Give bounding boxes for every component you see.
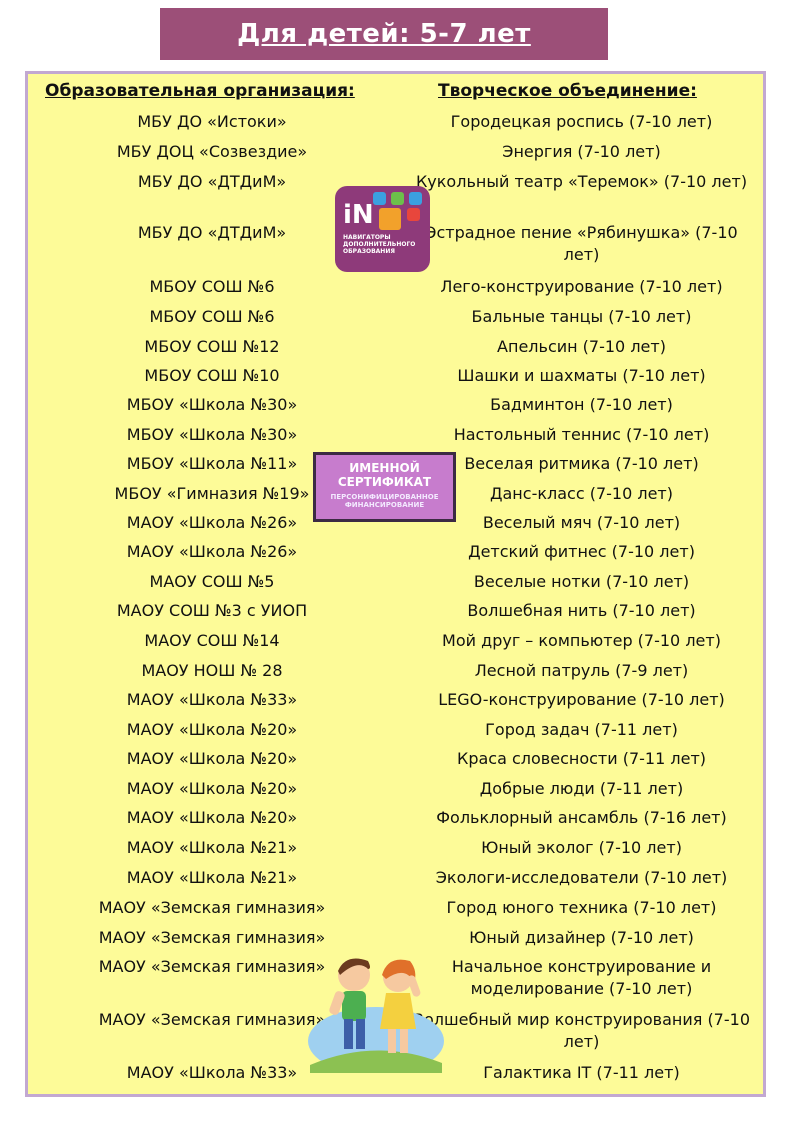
club-name: Настольный теннис (7-10 лет) <box>453 425 710 444</box>
title-bar: Для детей: 5-7 лет <box>160 8 608 60</box>
club-name: Юный дизайнер (7-10 лет) <box>469 928 694 947</box>
org-name: МАОУ «Школа №20» <box>126 720 298 739</box>
org-name: МБОУ «Школа №30» <box>126 395 298 414</box>
club-name: Экологи-исследователи (7-10 лет) <box>435 868 728 887</box>
navigator-logo-subtitle: НАВИГАТОРЫ ДОПОЛНИТЕЛЬНОГО ОБРАЗОВАНИЯ <box>343 234 416 255</box>
org-name: МАОУ «Школа №26» <box>126 513 298 532</box>
navigator-logo: iN НАВИГАТОРЫ ДОПОЛНИТЕЛЬНОГО ОБРАЗОВАНИ… <box>335 186 430 272</box>
club-name: Шашки и шахматы (7-10 лет) <box>457 366 706 385</box>
org-name: МАОУ «Школа №33» <box>126 690 298 709</box>
org-name: МБОУ СОШ №10 <box>144 366 280 385</box>
club-name: Лего-конструирование (7-10 лет) <box>440 277 723 296</box>
tile-icon <box>391 192 404 205</box>
org-name: МАОУ «Школа №20» <box>126 749 298 768</box>
org-name: МАОУ «Школа №26» <box>126 542 298 561</box>
org-name: МАОУ СОШ №3 с УИОП <box>116 601 308 620</box>
certificate-line3: ПЕРСОНИФИЦИРОВАННОЕ <box>330 493 439 501</box>
club-name: Лесной патруль (7-9 лет) <box>474 661 689 680</box>
club-name: Веселая ритмика (7-10 лет) <box>464 454 699 473</box>
club-name: Галактика IT (7-11 лет) <box>483 1063 680 1082</box>
org-name: МБУ ДО «Истоки» <box>137 112 287 131</box>
club-name: Веселые нотки (7-10 лет) <box>473 572 690 591</box>
page-title: Для детей: 5-7 лет <box>237 19 531 49</box>
club-name: Энергия (7-10 лет) <box>502 142 661 161</box>
club-name: Апельсин (7-10 лет) <box>497 337 666 356</box>
club-name: Волшебная нить (7-10 лет) <box>467 601 696 620</box>
club-name: Городецкая роспись (7-10 лет) <box>450 112 713 131</box>
org-name: МАОУ «Школа №33» <box>126 1063 298 1082</box>
children-illustration <box>308 958 444 1073</box>
certificate-line2: СЕРТИФИКАТ <box>337 475 432 489</box>
org-name: МБОУ «Школа №30» <box>126 425 298 444</box>
org-name: МБУ ДО «ДТДиМ» <box>137 223 287 242</box>
org-name: МБОУ «Гимназия №19» <box>114 484 310 503</box>
org-name: МАОУ «Земская гимназия» <box>98 928 326 947</box>
tile-icon <box>409 192 422 205</box>
org-name: МБОУ СОШ №6 <box>149 307 275 326</box>
navigator-logo-text: iN <box>343 200 374 230</box>
club-column-header: Творческое объединение: <box>438 81 697 101</box>
club-name: Город юного техника (7-10 лет) <box>446 898 717 917</box>
club-name: Краса словесности (7-11 лет) <box>456 749 706 768</box>
club-name: Фольклорный ансамбль (7-16 лет) <box>436 808 727 827</box>
club-name: Данс-класс (7-10 лет) <box>490 484 673 503</box>
club-name: Юный эколог (7-10 лет) <box>481 838 682 857</box>
org-name: МАОУ «Земская гимназия» <box>98 1010 326 1029</box>
certificate-line1: ИМЕННОЙ <box>349 461 420 475</box>
club-name: Веселый мяч (7-10 лет) <box>482 513 681 532</box>
org-name: МАОУ «Школа №21» <box>126 868 298 887</box>
club-name: Мой друг – компьютер (7-10 лет) <box>442 631 721 650</box>
tile-icon <box>379 208 401 230</box>
org-name: МБУ ДО «ДТДиМ» <box>137 172 287 191</box>
club-name: Детский фитнес (7-10 лет) <box>468 542 695 561</box>
org-name: МБОУ «Школа №11» <box>126 454 298 473</box>
org-name: МАОУ «Земская гимназия» <box>98 898 326 917</box>
club-name: Город задач (7-11 лет) <box>485 720 678 739</box>
certificate-badge: ИМЕННОЙ СЕРТИФИКАТ ПЕРСОНИФИЦИРОВАННОЕ Ф… <box>313 452 456 522</box>
org-name: МАОУ СОШ №5 <box>149 572 275 591</box>
org-name: МБОУ СОШ №12 <box>144 337 280 356</box>
org-column-header: Образовательная организация: <box>45 81 355 101</box>
org-name: МАОУ «Школа №20» <box>126 808 298 827</box>
club-name: Бальные танцы (7-10 лет) <box>471 307 692 326</box>
org-name: МАОУ «Земская гимназия» <box>98 957 326 976</box>
certificate-line4: ФИНАНСИРОВАНИЕ <box>344 501 425 509</box>
org-name: МАОУ «Школа №20» <box>126 779 298 798</box>
tile-icon <box>373 192 386 205</box>
club-name: Добрые люди (7-11 лет) <box>479 779 684 798</box>
org-name: МАОУ СОШ №14 <box>144 631 280 650</box>
org-name: МАОУ НОШ № 28 <box>141 661 283 680</box>
tile-icon <box>407 208 420 221</box>
club-name: Начальное конструирование и моделировани… <box>451 957 712 998</box>
club-name: Кукольный театр «Теремок» (7-10 лет) <box>415 172 748 191</box>
org-name: МАОУ «Школа №21» <box>126 838 298 857</box>
club-name: Эстрадное пение «Рябинушка» (7-10 лет) <box>425 223 738 264</box>
club-name: Бадминтон (7-10 лет) <box>490 395 673 414</box>
club-name: LEGO-конструирование (7-10 лет) <box>438 690 725 709</box>
org-name: МБОУ СОШ №6 <box>149 277 275 296</box>
org-name: МБУ ДОЦ «Созвездие» <box>116 142 308 161</box>
club-name: Волшебный мир конструирования (7-10 лет) <box>413 1010 750 1051</box>
